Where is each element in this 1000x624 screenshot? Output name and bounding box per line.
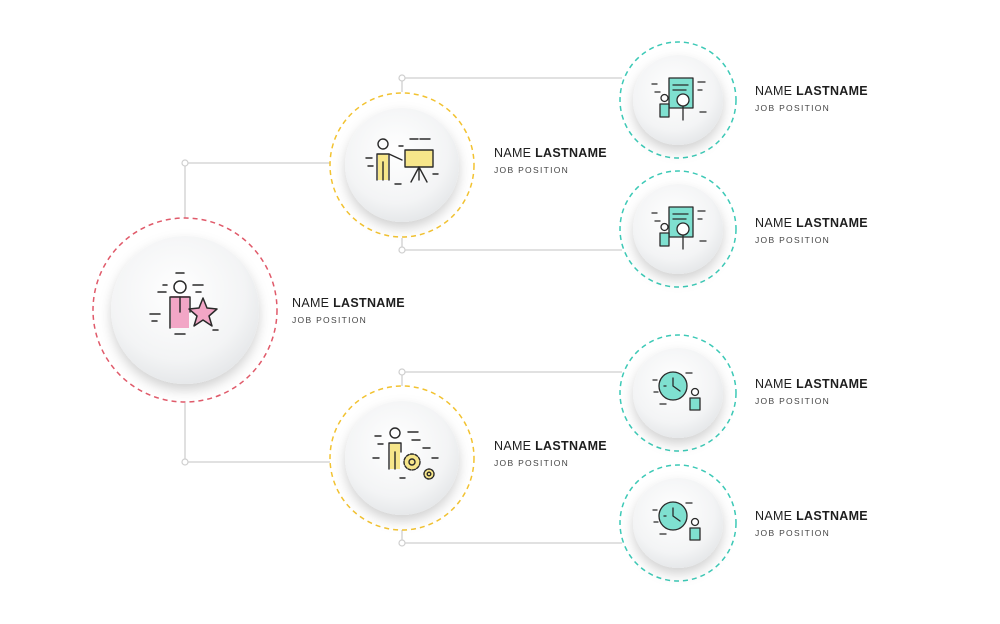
node-job-position: JOB POSITION <box>755 235 831 245</box>
node-label-staff-2: NAME LASTNAME JOB POSITION <box>755 216 868 245</box>
node-manager-2 <box>329 385 475 531</box>
node-name: NAME LASTNAME <box>494 146 607 160</box>
root-ring <box>92 217 278 403</box>
manager-disc <box>345 108 459 222</box>
node-staff-3 <box>619 334 737 452</box>
connector-dot <box>181 159 189 167</box>
staff-ring <box>619 464 737 582</box>
node-label-staff-3: NAME LASTNAME JOB POSITION <box>755 377 868 406</box>
staff-ring <box>619 170 737 288</box>
connector-dot <box>398 246 406 254</box>
connector-dot <box>398 539 406 547</box>
clock-person-icon <box>652 501 701 541</box>
node-staff-2 <box>619 170 737 288</box>
node-job-position: JOB POSITION <box>494 458 570 468</box>
node-job-position: JOB POSITION <box>755 103 831 113</box>
node-label-manager-2: NAME LASTNAME JOB POSITION <box>494 439 607 468</box>
node-name: NAME LASTNAME <box>292 296 405 310</box>
connector-root-mgr1 <box>184 162 330 218</box>
node-name: NAME LASTNAME <box>494 439 607 453</box>
connector-mgr2-staff3 <box>401 371 622 386</box>
document-search-icon <box>651 77 707 121</box>
connector-dot <box>398 74 406 82</box>
clock-person-icon <box>652 371 701 411</box>
node-staff-1 <box>619 41 737 159</box>
connector-root-mgr2 <box>184 403 330 463</box>
connector-mgr2-staff4 <box>401 530 622 544</box>
connector-mgr1-staff2 <box>401 238 622 251</box>
node-name: NAME LASTNAME <box>755 509 868 523</box>
node-name: NAME LASTNAME <box>755 377 868 391</box>
node-root <box>92 217 278 403</box>
node-label-staff-4: NAME LASTNAME JOB POSITION <box>755 509 868 538</box>
node-label-root: NAME LASTNAME JOB POSITION <box>292 296 405 325</box>
staff-ring <box>619 41 737 159</box>
node-job-position: JOB POSITION <box>292 315 368 325</box>
node-job-position: JOB POSITION <box>755 528 831 538</box>
document-search-icon <box>651 206 707 250</box>
staff-ring <box>619 334 737 452</box>
person-gears-icon <box>372 427 439 480</box>
node-job-position: JOB POSITION <box>755 396 831 406</box>
node-name: NAME LASTNAME <box>755 84 868 98</box>
node-label-manager-1: NAME LASTNAME JOB POSITION <box>494 146 607 175</box>
manager-ring <box>329 385 475 531</box>
manager-disc <box>345 401 459 515</box>
manager-ring <box>329 92 475 238</box>
node-manager-1 <box>329 92 475 238</box>
presentation-board-icon <box>365 138 439 185</box>
person-star-icon <box>149 272 219 335</box>
connector-mgr1-staff1 <box>401 77 622 92</box>
connector-dots <box>181 74 406 547</box>
node-name: NAME LASTNAME <box>755 216 868 230</box>
node-staff-4 <box>619 464 737 582</box>
node-job-position: JOB POSITION <box>494 165 570 175</box>
connector-dot <box>398 368 406 376</box>
node-label-staff-1: NAME LASTNAME JOB POSITION <box>755 84 868 113</box>
connector-dot <box>181 458 189 466</box>
